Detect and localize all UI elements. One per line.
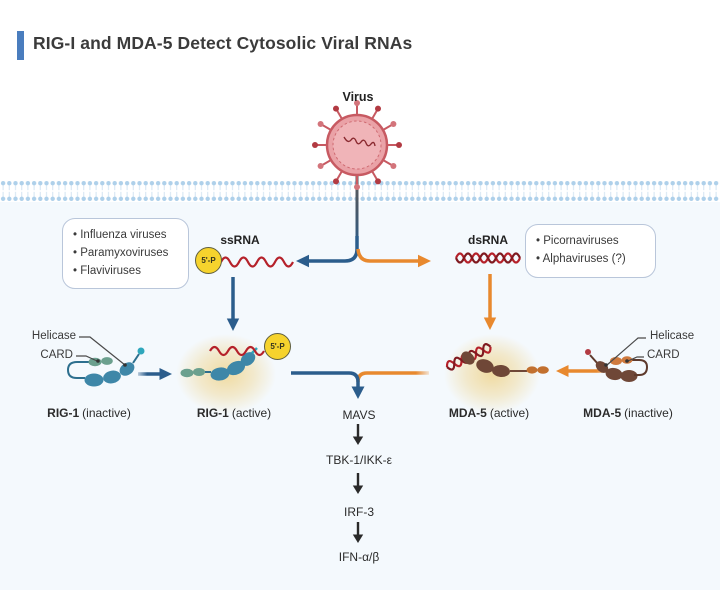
- card-label-left: CARD: [40, 349, 73, 361]
- mda5-sensed-viruses-box: Picornaviruses Alphaviruses (?): [525, 224, 656, 278]
- card-label-right: CARD: [647, 349, 680, 361]
- mavs-to-tbk-arrow: [352, 424, 364, 445]
- tbk-to-irf3-arrow: [352, 473, 364, 494]
- virus-icon: [312, 100, 402, 190]
- title-accent-bar: [17, 31, 24, 60]
- mda5-name: MDA-5: [583, 406, 622, 420]
- rig1-name: RIG-1: [196, 406, 229, 420]
- ssrna-molecule: [220, 256, 294, 268]
- virus-list-item: Influenza viruses: [73, 227, 180, 245]
- rig1-active-protein: [180, 345, 265, 381]
- viral-rna-icon: [343, 136, 376, 147]
- mda5-inactive-label: MDA-5(inactive): [583, 406, 673, 420]
- rna-branch-arrow-left: [296, 236, 359, 268]
- helicase-card-pointer-lines-right: [604, 337, 646, 367]
- mda5-active-protein: [445, 343, 549, 378]
- helicase-card-pointer-lines-left: [76, 336, 127, 367]
- virus-list-item: Alphaviruses (?): [536, 251, 647, 269]
- rig1-inactive-label: RIG-1(inactive): [47, 406, 131, 420]
- signal-merge-arrow-orange: [356, 371, 429, 383]
- signal-merge-arrow-blue: [291, 371, 365, 399]
- irf3-to-ifn-arrow: [352, 522, 364, 543]
- rna-branch-arrow-right: [356, 248, 431, 268]
- dsrna-to-mda5-arrow: [483, 274, 497, 330]
- virus-list-item: Flaviviruses: [73, 263, 180, 281]
- ssrna-to-rig1-arrow: [226, 277, 240, 331]
- pathway-step-mavs: MAVS: [342, 408, 376, 422]
- five-prime-phosphate-badge: 5'-P: [195, 247, 222, 274]
- dsrna-label: dsRNA: [467, 233, 509, 247]
- rig1-inactive-protein: [66, 347, 145, 387]
- helicase-label-left: Helicase: [31, 330, 76, 342]
- rig1-active-state: (active): [231, 406, 272, 420]
- pathway-step-irf3: IRF-3: [344, 505, 374, 519]
- mda5-activation-glow: [444, 334, 540, 414]
- pathway-step-tbk1-ikke: TBK-1/IKK-ε: [325, 453, 393, 467]
- rig1-sensed-viruses-box: Influenza viruses Paramyxoviruses Flaviv…: [62, 218, 189, 290]
- mda5-inactive-protein: [585, 349, 649, 382]
- mda5-inactive-state: (inactive): [624, 406, 673, 420]
- virus-label: Virus: [342, 90, 374, 104]
- rig1-inactive-state: (inactive): [82, 406, 131, 420]
- five-prime-phosphate-badge: 5'-P: [264, 333, 291, 360]
- cell-membrane: [0, 180, 720, 202]
- rig1-activation-arrow: [138, 368, 172, 380]
- rig1-active-label: RIG-1(active): [197, 406, 271, 420]
- mda5-name: MDA-5: [448, 406, 487, 420]
- virus-list-item: Picornaviruses: [536, 233, 647, 251]
- mda5-active-state: (active): [489, 406, 530, 420]
- pathway-step-ifn-alpha-beta: IFN-α/β: [338, 550, 380, 564]
- rig1-name: RIG-1: [47, 406, 80, 420]
- page-title: RIG-I and MDA-5 Detect Cytosolic Viral R…: [33, 33, 413, 53]
- ssrna-label: ssRNA: [220, 233, 260, 247]
- virus-list-item: Paramyxoviruses: [73, 245, 180, 263]
- helicase-label-right: Helicase: [650, 330, 695, 342]
- dsrna-molecule: [454, 252, 522, 264]
- mda5-active-label: MDA-5(active): [449, 406, 529, 420]
